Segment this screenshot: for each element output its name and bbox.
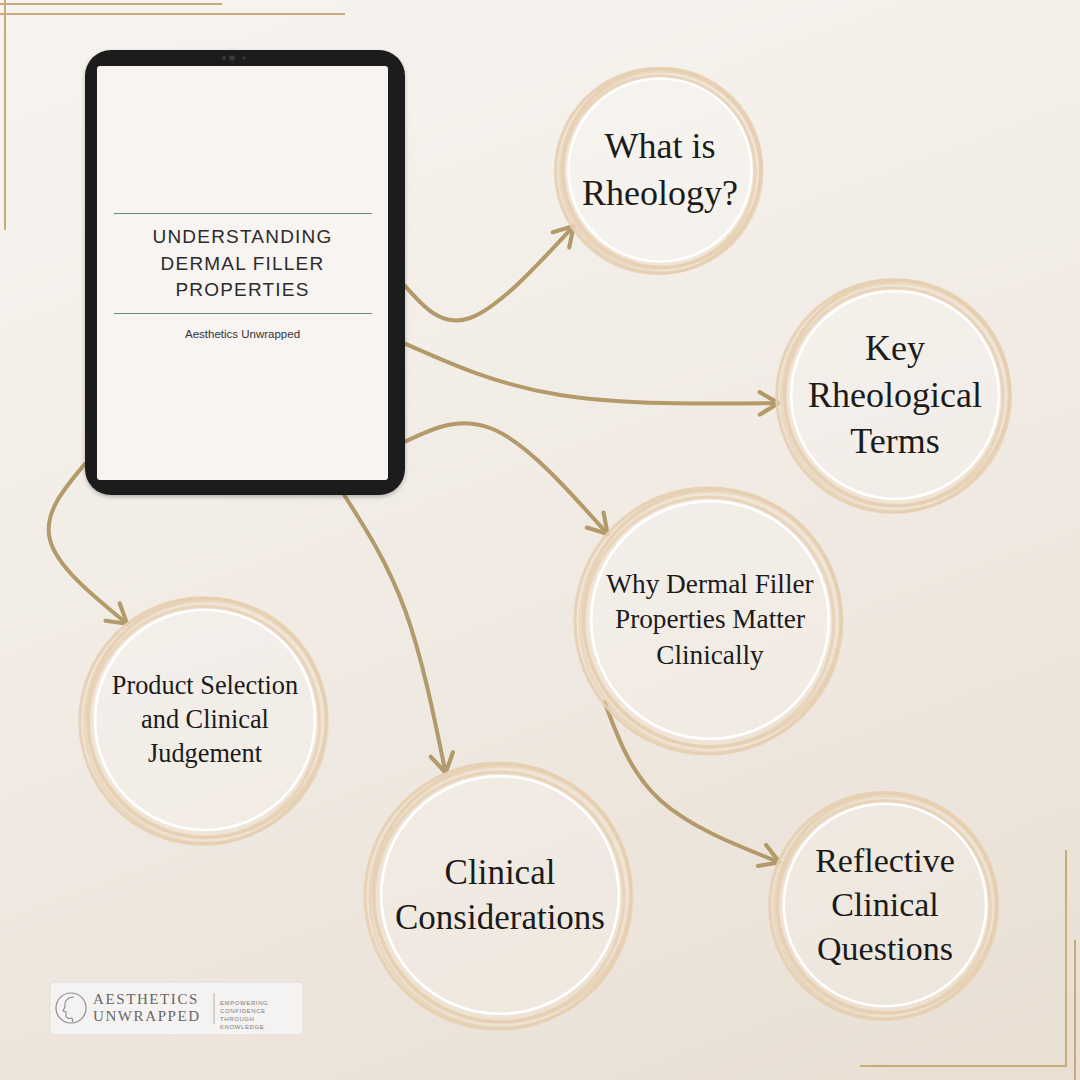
- logo-profile: [63, 997, 74, 1022]
- corner-line: [4, 0, 6, 230]
- curved-arrow: [344, 495, 445, 773]
- topic-circle: Clinical Considerations: [365, 760, 635, 1030]
- ring-stroke: [785, 288, 1003, 506]
- ring-stroke: [584, 497, 834, 747]
- topic-title: Why Dermal Filler Properties Matter Clin…: [594, 567, 826, 673]
- topic-title: What is Rheology?: [573, 123, 748, 217]
- logo-divider: [214, 993, 215, 1024]
- topic-circle: Key Rheological Terms: [777, 277, 1013, 513]
- tablet-cover: UNDERSTANDING DERMAL FILLER PROPERTIES Ae…: [85, 50, 405, 495]
- ring-inner: [591, 501, 829, 739]
- camera-dot: [229, 55, 235, 61]
- ring-outline: [365, 760, 635, 1030]
- ring-stroke: [85, 601, 328, 844]
- ring-inner: [568, 78, 751, 261]
- ring-stroke: [370, 766, 632, 1028]
- ring-halo: [583, 493, 837, 747]
- ring-stroke: [782, 283, 1011, 512]
- ring-stroke: [560, 71, 762, 273]
- ring-inner: [381, 776, 619, 1014]
- ring-stroke: [580, 491, 842, 753]
- camera-dot: [242, 56, 245, 59]
- topic-circle: What is Rheology?: [556, 66, 764, 274]
- logo-wordmark: AESTHETICS UNWRAPPED: [93, 991, 211, 1024]
- tablet-camera: [85, 50, 405, 66]
- ring-stroke: [778, 801, 991, 1014]
- ring-inner: [791, 291, 999, 499]
- ring-halo: [562, 72, 758, 268]
- topic-title: Clinical Considerations: [380, 850, 620, 941]
- curved-arrow: [405, 423, 608, 534]
- curved-arrow: [405, 344, 778, 404]
- corner-line: [0, 3, 222, 5]
- ring-stroke: [563, 76, 755, 268]
- corner-line: [0, 13, 345, 15]
- topic-circle: Product Selection and Clinical Judgement: [80, 595, 330, 845]
- ring-stroke: [365, 763, 631, 1029]
- topic-title: Product Selection and Clinical Judgement: [99, 669, 311, 772]
- camera-dot: [222, 56, 226, 60]
- ring-inner: [95, 610, 315, 830]
- ring-outline: [556, 66, 764, 274]
- ring-halo: [88, 603, 323, 838]
- topic-title: Key Rheological Terms: [795, 325, 995, 465]
- logo-box: [50, 982, 303, 1035]
- ring-stroke: [575, 488, 841, 754]
- ring-stroke: [88, 606, 319, 837]
- ring-stroke: [374, 772, 624, 1022]
- ring-halo: [777, 797, 993, 1013]
- tablet-screen: UNDERSTANDING DERMAL FILLER PROPERTIES Ae…: [97, 66, 388, 480]
- topic-circle: Reflective Clinical Questions: [770, 790, 1000, 1020]
- corner-line: [1074, 940, 1076, 1080]
- topic-title: Reflective Clinical Questions: [799, 839, 971, 972]
- ring-halo: [373, 768, 627, 1022]
- ebook-author: Aesthetics Unwrapped: [185, 328, 300, 340]
- logo-icon: [56, 993, 86, 1023]
- curved-arrow: [405, 226, 574, 320]
- ring-inner: [784, 804, 986, 1006]
- ebook-title: UNDERSTANDING DERMAL FILLER PROPERTIES: [114, 213, 372, 314]
- ring-halo: [784, 284, 1006, 506]
- logo-tagline: EMPOWERING CONFIDENCE THROUGH KNOWLEDGE: [220, 999, 298, 1031]
- topic-circle: Why Dermal Filler Properties Matter Clin…: [575, 485, 845, 755]
- ring-stroke: [774, 795, 997, 1018]
